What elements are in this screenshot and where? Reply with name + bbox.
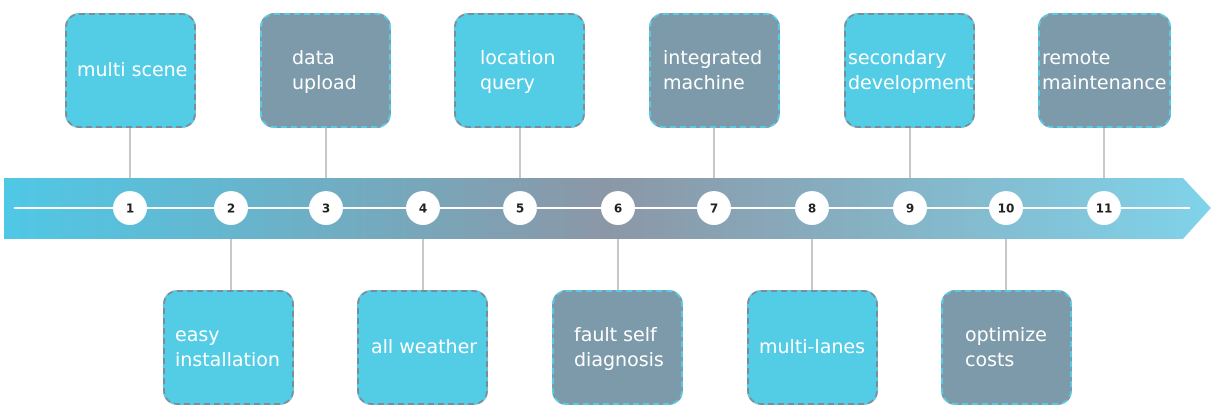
feature-box-7: integrated machine <box>649 13 780 128</box>
timeline-node-2: 2 <box>214 191 248 225</box>
feature-box-9: secondary development <box>844 13 975 128</box>
node-circle <box>893 191 927 225</box>
node-circle <box>1087 191 1121 225</box>
timeline-node-10: 10 <box>989 191 1023 225</box>
node-number: 6 <box>614 202 622 216</box>
timeline-node-6: 6 <box>601 191 635 225</box>
feature-box-10: optimize costs <box>941 290 1072 405</box>
feature-box-3: data upload <box>260 13 391 128</box>
node-circle <box>601 191 635 225</box>
node-number: 8 <box>808 202 816 216</box>
feature-label: easy installation <box>175 323 280 371</box>
feature-box-6: fault self diagnosis <box>552 290 683 405</box>
node-circle <box>697 191 731 225</box>
feature-label: multi-lanes <box>759 336 865 358</box>
feature-label: all weather <box>371 336 478 358</box>
feature-box-1: multi scene <box>65 13 196 128</box>
feature-box-11: remote maintenance <box>1038 13 1171 128</box>
feature-box-4: all weather <box>357 290 488 405</box>
timeline-node-1: 1 <box>113 191 147 225</box>
feature-label: remote maintenance <box>1042 46 1167 94</box>
feature-box-8: multi-lanes <box>747 290 878 405</box>
node-number: 9 <box>906 202 914 216</box>
node-number: 4 <box>419 202 427 216</box>
node-number: 7 <box>710 202 718 216</box>
node-circle <box>503 191 537 225</box>
node-number: 3 <box>322 202 330 216</box>
node-number: 5 <box>516 202 524 216</box>
feature-label: optimize costs <box>965 323 1047 371</box>
timeline-node-11: 11 <box>1087 191 1121 225</box>
node-circle <box>989 191 1023 225</box>
timeline-node-7: 7 <box>697 191 731 225</box>
node-circle <box>309 191 343 225</box>
node-circle <box>214 191 248 225</box>
node-number: 11 <box>1096 202 1113 216</box>
timeline-node-5: 5 <box>503 191 537 225</box>
node-circle <box>113 191 147 225</box>
timeline-node-9: 9 <box>893 191 927 225</box>
feature-box-5: location query <box>454 13 585 128</box>
node-circle <box>406 191 440 225</box>
feature-label: fault self diagnosis <box>574 323 664 371</box>
feature-label: secondary development <box>848 46 974 94</box>
timeline-node-8: 8 <box>795 191 829 225</box>
feature-label: location query <box>480 46 556 94</box>
node-circle <box>795 191 829 225</box>
feature-label: data upload <box>292 46 357 94</box>
node-number: 1 <box>126 202 134 216</box>
timeline-node-3: 3 <box>309 191 343 225</box>
feature-label: integrated machine <box>663 46 763 94</box>
feature-label: multi scene <box>77 59 188 81</box>
timeline-node-4: 4 <box>406 191 440 225</box>
node-number: 10 <box>998 202 1015 216</box>
node-number: 2 <box>227 202 235 216</box>
feature-box-2: easy installation <box>163 290 294 405</box>
